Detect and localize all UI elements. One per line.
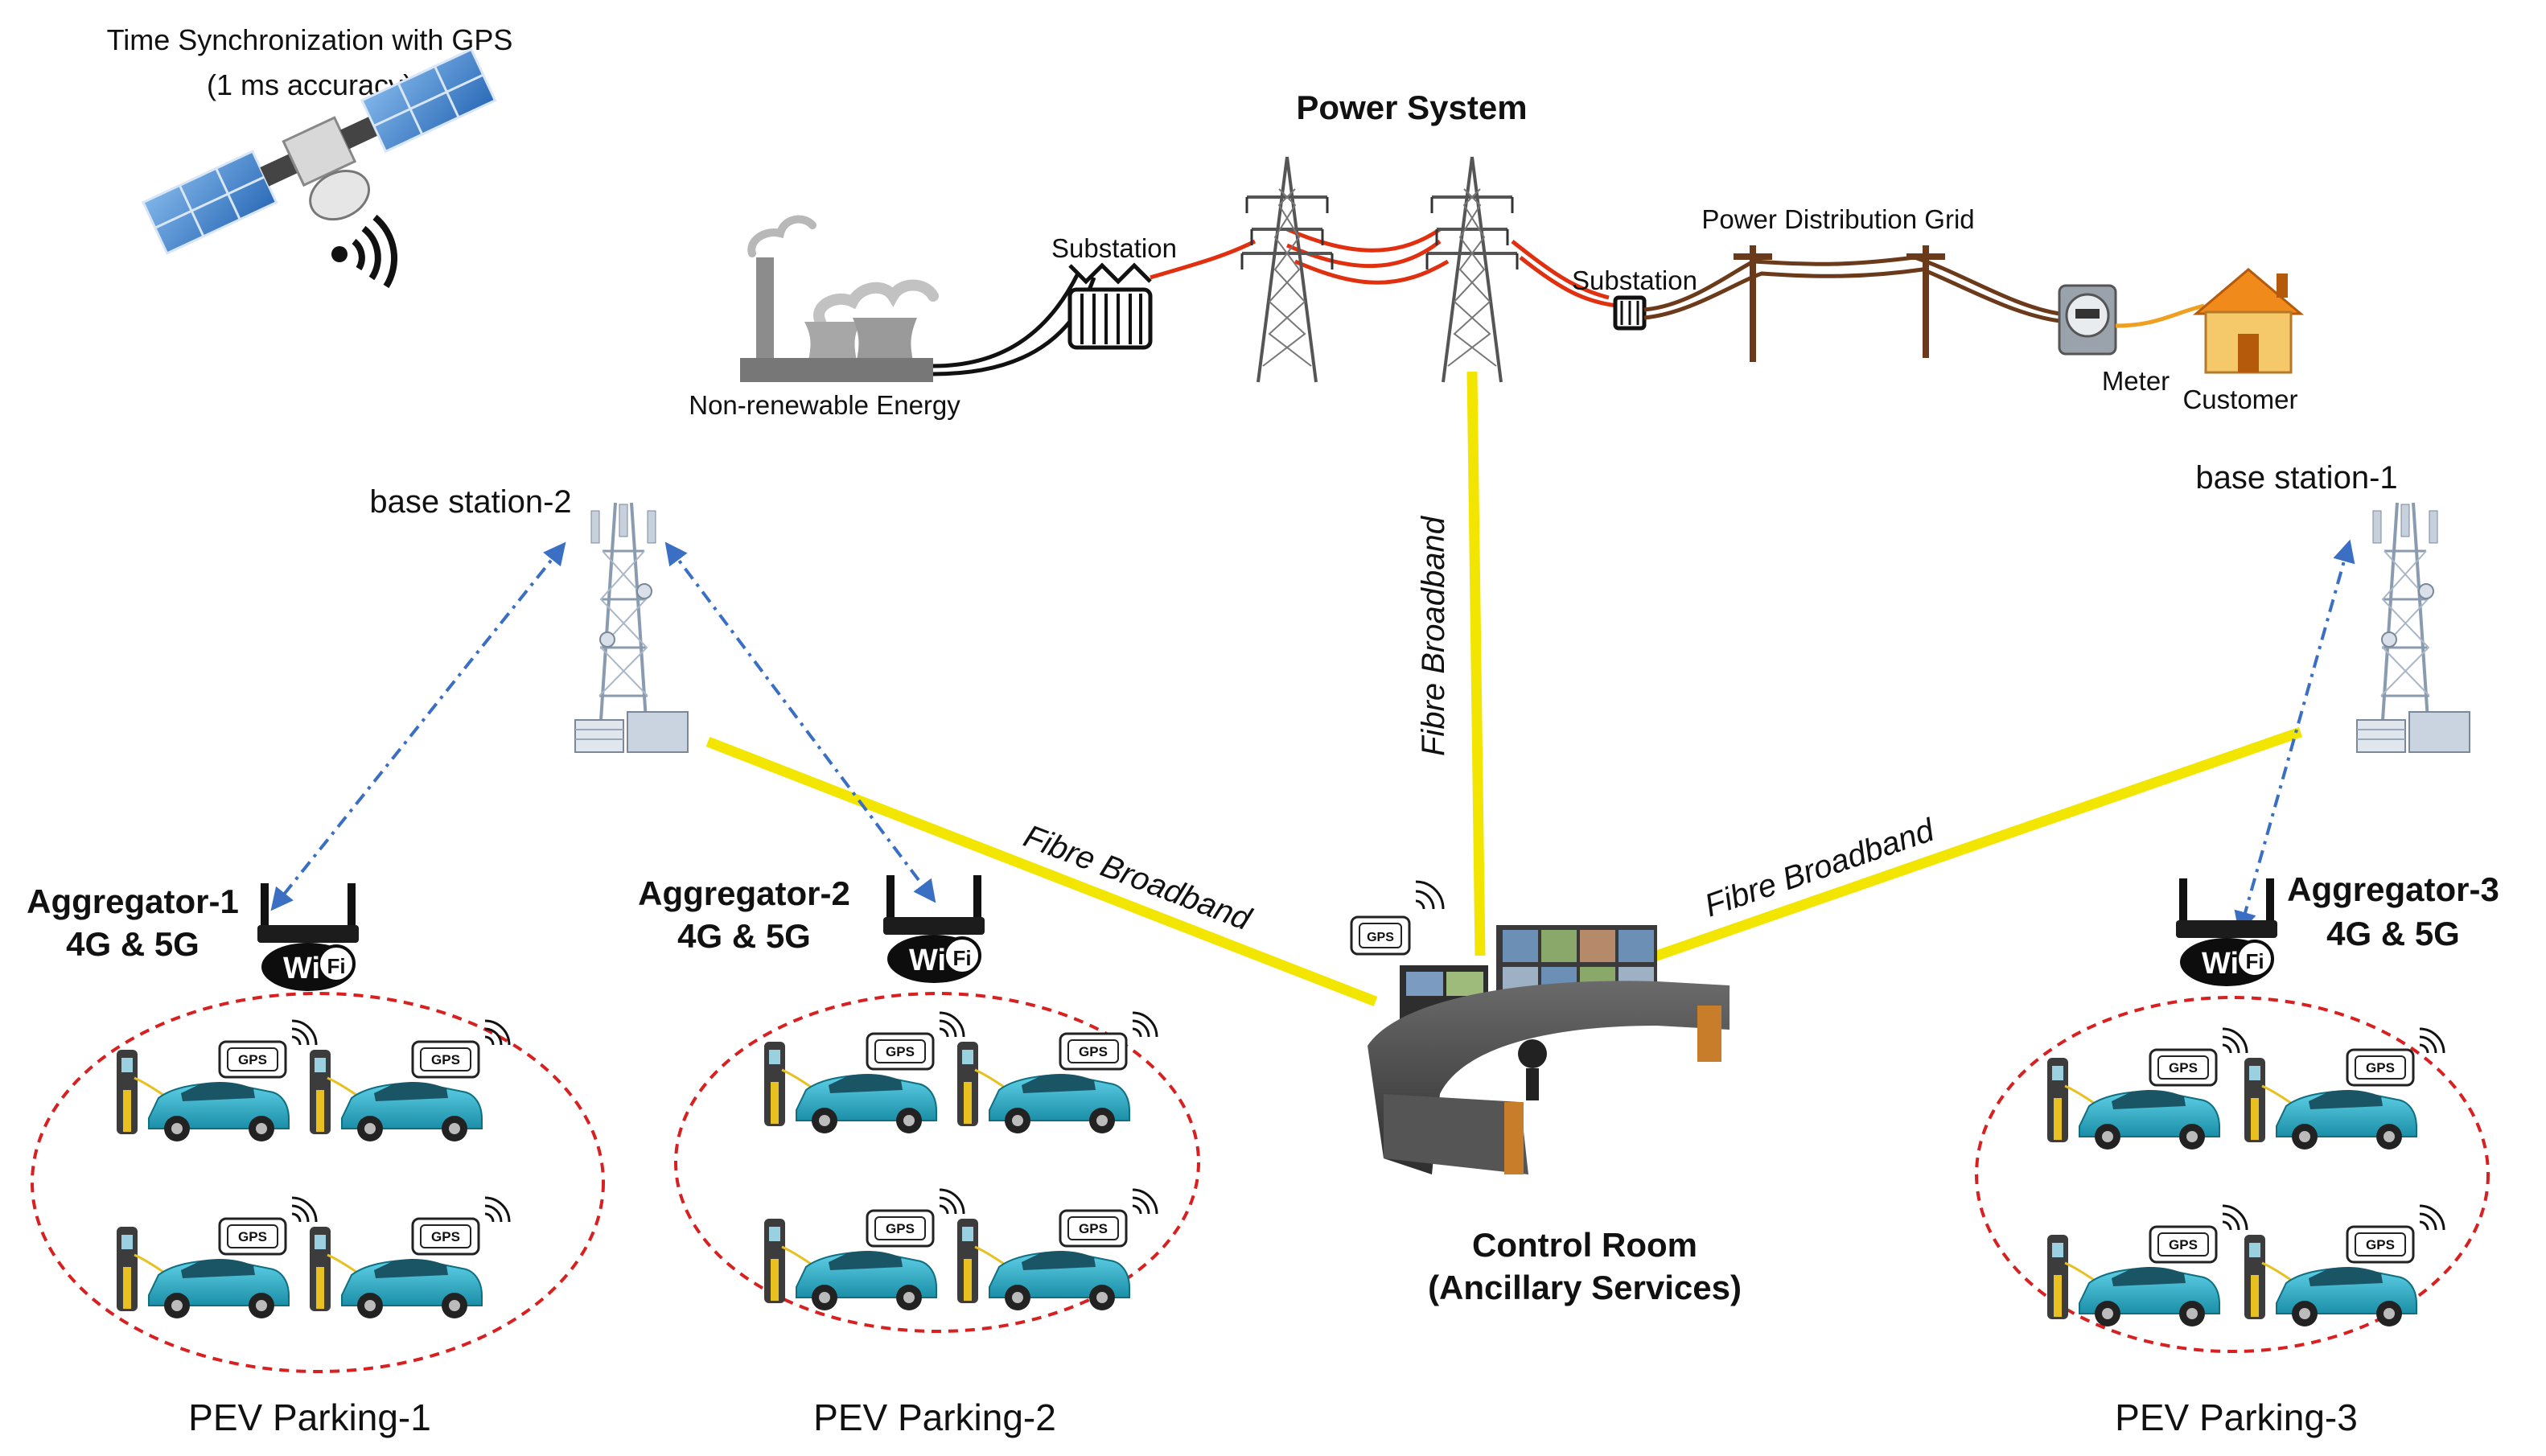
parking-2-boundary bbox=[674, 992, 1200, 1333]
aggregator-3-router-icon: Wi Fi bbox=[2174, 877, 2279, 988]
ev-charger-unit bbox=[2243, 1204, 2445, 1328]
router-fi-text: Fi bbox=[327, 954, 345, 978]
aggregator-3: Aggregator-3 4G & 5G Wi Fi bbox=[2174, 870, 2499, 988]
wireless-links bbox=[270, 539, 2355, 935]
customer-house-icon bbox=[2192, 268, 2305, 374]
meter-icon bbox=[2058, 284, 2117, 356]
parking-3-boundary bbox=[1975, 996, 2490, 1353]
control-room-title: Control Room bbox=[1472, 1226, 1697, 1264]
parking-2-label: PEV Parking-2 bbox=[813, 1396, 1056, 1438]
wireless-link-agg3 bbox=[2234, 539, 2355, 935]
parking-3-label: PEV Parking-3 bbox=[2115, 1396, 2358, 1438]
ev-charger-unit bbox=[956, 1011, 1158, 1135]
control-room: GPS Control Ro bbox=[1350, 880, 1742, 1306]
aggregator-3-tech: 4G & 5G bbox=[2326, 915, 2460, 952]
gps-badge-text: GPS bbox=[1367, 931, 1394, 944]
gps-satellite: Time Synchronization with GPS (1 ms accu… bbox=[107, 23, 513, 289]
base-station-1-tower-icon bbox=[2355, 501, 2471, 754]
ev-charger-unit bbox=[763, 1011, 965, 1135]
distribution-grid-icon bbox=[1643, 245, 2068, 362]
control-room-gps-badge: GPS bbox=[1350, 880, 1445, 956]
aggregator-1-router-icon: Wi Fi bbox=[256, 882, 360, 993]
transmission-lines bbox=[1150, 227, 1618, 308]
pev-parking-2: PEV Parking-2 bbox=[674, 992, 1200, 1438]
fibre-label-vertical: Fibre Broadband bbox=[1416, 515, 1451, 756]
base-station-1: base station-1 bbox=[2195, 460, 2471, 754]
aggregator-2: Aggregator-2 4G & 5G Wi Fi bbox=[638, 874, 986, 985]
fibre-link-vertical bbox=[1466, 371, 1486, 956]
meter-label: Meter bbox=[2102, 366, 2170, 396]
router-fi-text: Fi bbox=[952, 946, 971, 970]
ev-charger-unit bbox=[956, 1188, 1158, 1312]
router-wi-text: Wi bbox=[283, 952, 320, 985]
pylon-2-icon bbox=[1425, 155, 1519, 384]
aggregator-2-tech: 4G & 5G bbox=[677, 917, 811, 955]
parking-1-label: PEV Parking-1 bbox=[188, 1396, 431, 1438]
ev-charger-unit bbox=[2243, 1027, 2445, 1151]
router-wi-text: Wi bbox=[2202, 947, 2239, 981]
ev-charger-unit bbox=[115, 1019, 318, 1143]
customer-label: Customer bbox=[2182, 385, 2297, 414]
ev-charger-unit bbox=[2046, 1204, 2248, 1328]
pev-parking-3: PEV Parking-3 bbox=[1975, 996, 2490, 1438]
base-station-2-tower-icon bbox=[574, 501, 689, 754]
aggregator-1-tech: 4G & 5G bbox=[66, 925, 199, 963]
plant-label: Non-renewable Energy bbox=[689, 390, 960, 420]
power-system: Power System Non-renewable Energy Substa… bbox=[689, 88, 2305, 420]
ev-charger-unit bbox=[2046, 1027, 2248, 1151]
satellite-title-line1: Time Synchronization with GPS bbox=[107, 23, 513, 56]
satellite-icon bbox=[142, 47, 497, 256]
aggregator-2-router-icon: Wi Fi bbox=[882, 874, 986, 985]
control-room-desk-icon bbox=[1368, 981, 1730, 1174]
wireless-link-agg1 bbox=[270, 541, 566, 911]
aggregator-1: Aggregator-1 4G & 5G Wi Fi bbox=[27, 882, 360, 993]
fibre-link-right bbox=[1627, 726, 2303, 971]
aggregator-1-name: Aggregator-1 bbox=[27, 882, 239, 920]
substation-2-label: Substation bbox=[1572, 265, 1697, 295]
ev-charger-unit bbox=[308, 1019, 511, 1143]
substation-1-label: Substation bbox=[1051, 233, 1177, 263]
router-fi-text: Fi bbox=[2245, 949, 2264, 973]
router-wi-text: Wi bbox=[909, 944, 946, 977]
wireless-link-agg2 bbox=[664, 541, 936, 903]
base-station-2-label: base station-2 bbox=[369, 484, 571, 520]
fibre-link-left bbox=[705, 736, 1378, 1007]
base-station-2: base station-2 bbox=[369, 484, 689, 754]
aggregator-3-name: Aggregator-3 bbox=[2287, 870, 2499, 908]
ev-charger-unit bbox=[308, 1196, 511, 1320]
substation-2-icon bbox=[1613, 295, 1647, 331]
fibre-links bbox=[705, 371, 2303, 1007]
aggregator-2-name: Aggregator-2 bbox=[638, 874, 850, 912]
control-room-subtitle: (Ancillary Services) bbox=[1428, 1269, 1742, 1306]
substation-1-icon bbox=[1067, 262, 1153, 350]
ev-charger-unit bbox=[763, 1188, 965, 1312]
satellite-signal-icon bbox=[331, 214, 398, 289]
base-station-1-label: base station-1 bbox=[2195, 460, 2397, 496]
power-plant-icon bbox=[740, 215, 939, 382]
power-system-title: Power System bbox=[1296, 88, 1527, 126]
pev-parking-1: PEV Parking-1 bbox=[31, 992, 605, 1438]
parking-1-boundary bbox=[31, 992, 605, 1373]
distribution-grid-label: Power Distribution Grid bbox=[1701, 204, 1974, 234]
ev-charger-unit bbox=[115, 1196, 318, 1320]
